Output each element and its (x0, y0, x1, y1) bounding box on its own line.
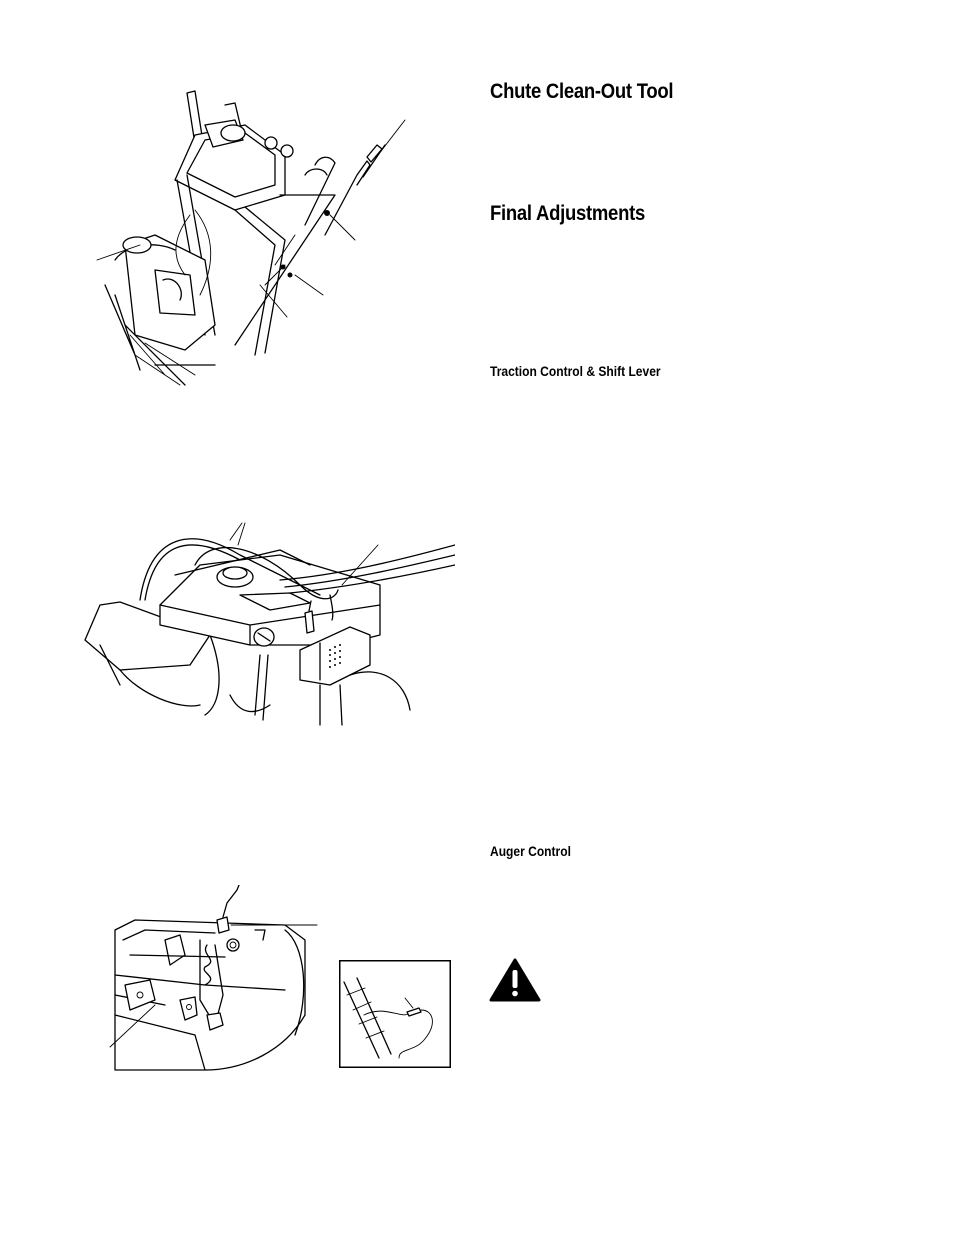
figure-handle-assembly-illustration (95, 85, 415, 395)
figure-cable-routing-illustration (80, 515, 455, 730)
figure-auger-cable-illustration (105, 885, 330, 1075)
heading-traction-control-shift-lever: Traction Control & Shift Lever (490, 363, 661, 379)
heading-chute-clean-out-tool: Chute Clean-Out Tool (490, 80, 674, 103)
warning-triangle-icon (489, 958, 541, 1002)
heading-auger-control: Auger Control (490, 843, 571, 859)
heading-final-adjustments: Final Adjustments (490, 202, 646, 225)
figure-inset-cable-detail (339, 960, 451, 1068)
